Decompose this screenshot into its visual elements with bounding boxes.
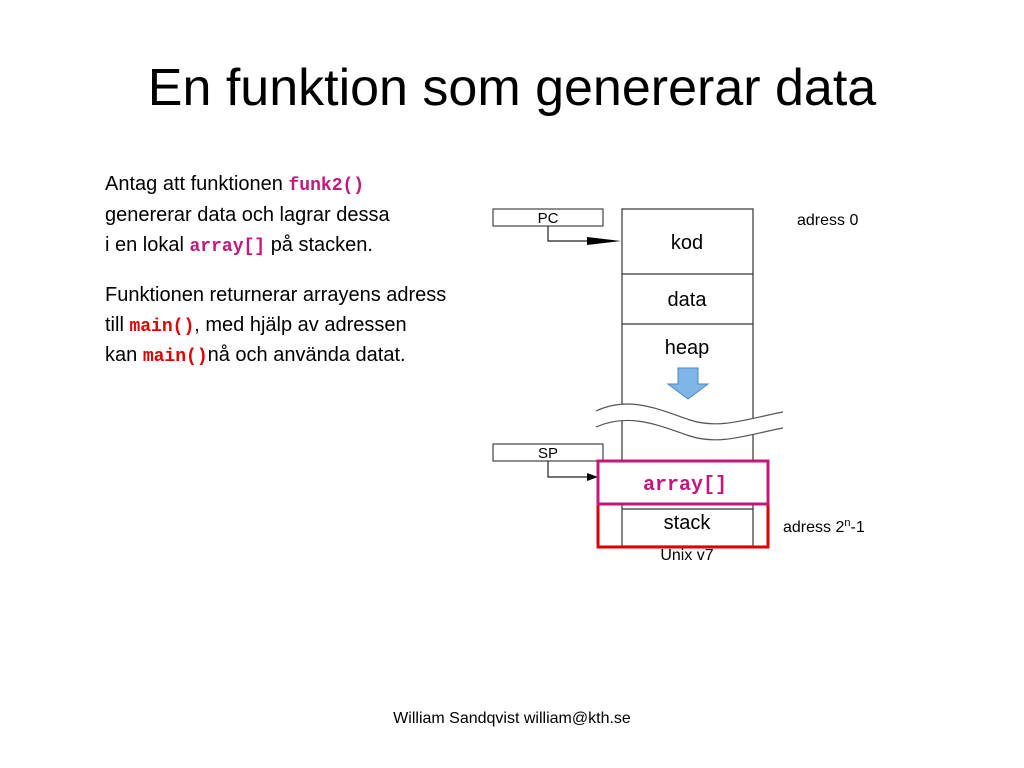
address-bottom-label: adress 2n-1	[783, 517, 865, 536]
text-span: i en lokal	[105, 234, 184, 256]
code-funk2: funk2()	[288, 176, 365, 196]
pc-arrow-head	[587, 237, 621, 245]
slide-footer: William Sandqvist william@kth.se	[393, 710, 631, 727]
break-line-bottom	[595, 419, 784, 441]
code-array: array[]	[189, 237, 266, 257]
sp-arrow-head	[587, 473, 598, 481]
code-main: main()	[142, 347, 208, 367]
sp-label: SP	[538, 445, 558, 462]
text-span: , med hjälp av adressen	[194, 314, 407, 336]
break-line-top	[595, 403, 784, 425]
sp-arrow-line	[547, 461, 590, 478]
paragraph-1-line-2: genererar data och lagrar dessa	[105, 204, 390, 226]
address-bottom-prefix: adress 2	[783, 519, 844, 536]
segment-data: data	[668, 289, 708, 311]
paragraph-1-line-3: i en lokal array[] på stacken.	[105, 230, 373, 262]
segment-heap: heap	[665, 337, 710, 359]
address-top-label: adress 0	[797, 212, 858, 229]
paragraph-2-line-2: till main(), med hjälp av adressen	[105, 310, 407, 342]
paragraph-2-line-3: kan main()nå och använda datat.	[105, 340, 406, 372]
heap-down-arrow-icon	[666, 367, 710, 400]
text-span: på stacken.	[270, 234, 373, 256]
pc-arrow-line	[547, 226, 590, 242]
pc-label: PC	[538, 210, 559, 227]
address-bottom-suffix: -1	[851, 519, 865, 536]
code-main: main()	[129, 317, 195, 337]
address-bottom-sup: n	[844, 517, 850, 529]
slide-title: En funktion som genererar data	[147, 59, 877, 117]
array-label: array[]	[643, 474, 727, 497]
text-span: nå och använda datat.	[207, 344, 406, 366]
segment-stack: stack	[664, 512, 712, 534]
diagram-caption: Unix v7	[660, 547, 713, 564]
text-span: till	[105, 314, 124, 336]
paragraph-2-line-1: Funktionen returnerar arrayens adress	[105, 284, 447, 306]
text-span: Antag att funktionen	[105, 173, 283, 195]
paragraph-1-line-1: Antag att funktionen funk2()	[105, 169, 364, 201]
array-box	[596, 459, 770, 506]
text-span: kan	[105, 344, 138, 366]
break-fill	[596, 403, 783, 440]
segment-kod: kod	[671, 232, 703, 254]
